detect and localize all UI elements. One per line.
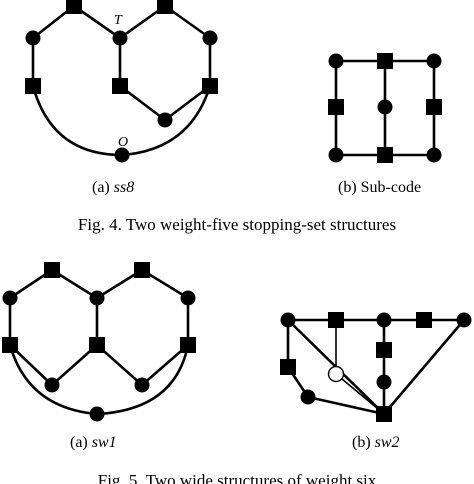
fig5a-variable-nodes <box>2 290 196 422</box>
fig4b-variable-nodes <box>328 53 442 163</box>
variable-node <box>426 53 442 69</box>
variable-node <box>280 312 296 328</box>
check-node <box>25 78 41 94</box>
check-node <box>377 53 393 69</box>
fig4b-label: (b) Sub-code <box>338 179 421 196</box>
variable-node <box>25 30 41 46</box>
figure4-caption: Fig. 4. Two weight-five stopping-set str… <box>78 215 396 234</box>
variable-node <box>2 290 18 306</box>
variable-node <box>426 147 442 163</box>
variable-node <box>44 377 60 393</box>
fig4b-graph <box>328 53 442 163</box>
variable-node <box>89 406 105 422</box>
fig5b-label: (b) sw2 <box>352 434 400 451</box>
fig5a-check-nodes <box>2 262 196 353</box>
check-node <box>202 78 218 94</box>
check-node <box>44 262 60 278</box>
variable-node <box>112 30 128 46</box>
check-node <box>280 359 296 375</box>
fig5b-variable-nodes <box>280 312 472 405</box>
fig5a-graph <box>2 262 196 422</box>
variable-node <box>202 30 218 46</box>
variable-node <box>377 99 393 115</box>
check-node <box>89 337 105 353</box>
fig4a-variable-nodes <box>25 30 218 163</box>
check-node <box>134 262 150 278</box>
variable-node <box>89 290 105 306</box>
open-variable-node <box>327 365 345 383</box>
fig5a-label: (a) sw1 <box>70 434 117 451</box>
check-node <box>2 337 18 353</box>
variable-node <box>300 389 316 405</box>
fig4a-graph: T O <box>25 0 218 163</box>
variable-node <box>328 53 344 69</box>
check-node <box>328 312 344 328</box>
check-node <box>66 0 82 14</box>
variable-node <box>134 377 150 393</box>
node-label-t: T <box>114 13 123 28</box>
check-node <box>376 406 392 422</box>
variable-node <box>114 147 130 163</box>
fig5b-graph <box>280 312 472 422</box>
check-node <box>376 342 392 358</box>
figure5-caption: Fig. 5. Two wide structures of weight si… <box>98 471 377 484</box>
variable-node <box>376 312 392 328</box>
node-label-o: O <box>118 135 128 150</box>
fig4b-check-nodes <box>328 53 442 163</box>
variable-node <box>456 312 472 328</box>
check-node <box>328 99 344 115</box>
check-node <box>377 147 393 163</box>
check-node <box>157 0 173 14</box>
fig5b-check-nodes <box>280 312 432 422</box>
variable-node <box>328 147 344 163</box>
variable-node <box>157 112 173 128</box>
check-node <box>180 337 196 353</box>
fig4a-check-nodes <box>25 0 218 94</box>
variable-node <box>376 374 392 390</box>
check-node <box>426 99 442 115</box>
check-node <box>112 78 128 94</box>
fig4a-label: (a) ss8 <box>92 179 134 196</box>
check-node <box>416 312 432 328</box>
variable-node <box>180 290 196 306</box>
